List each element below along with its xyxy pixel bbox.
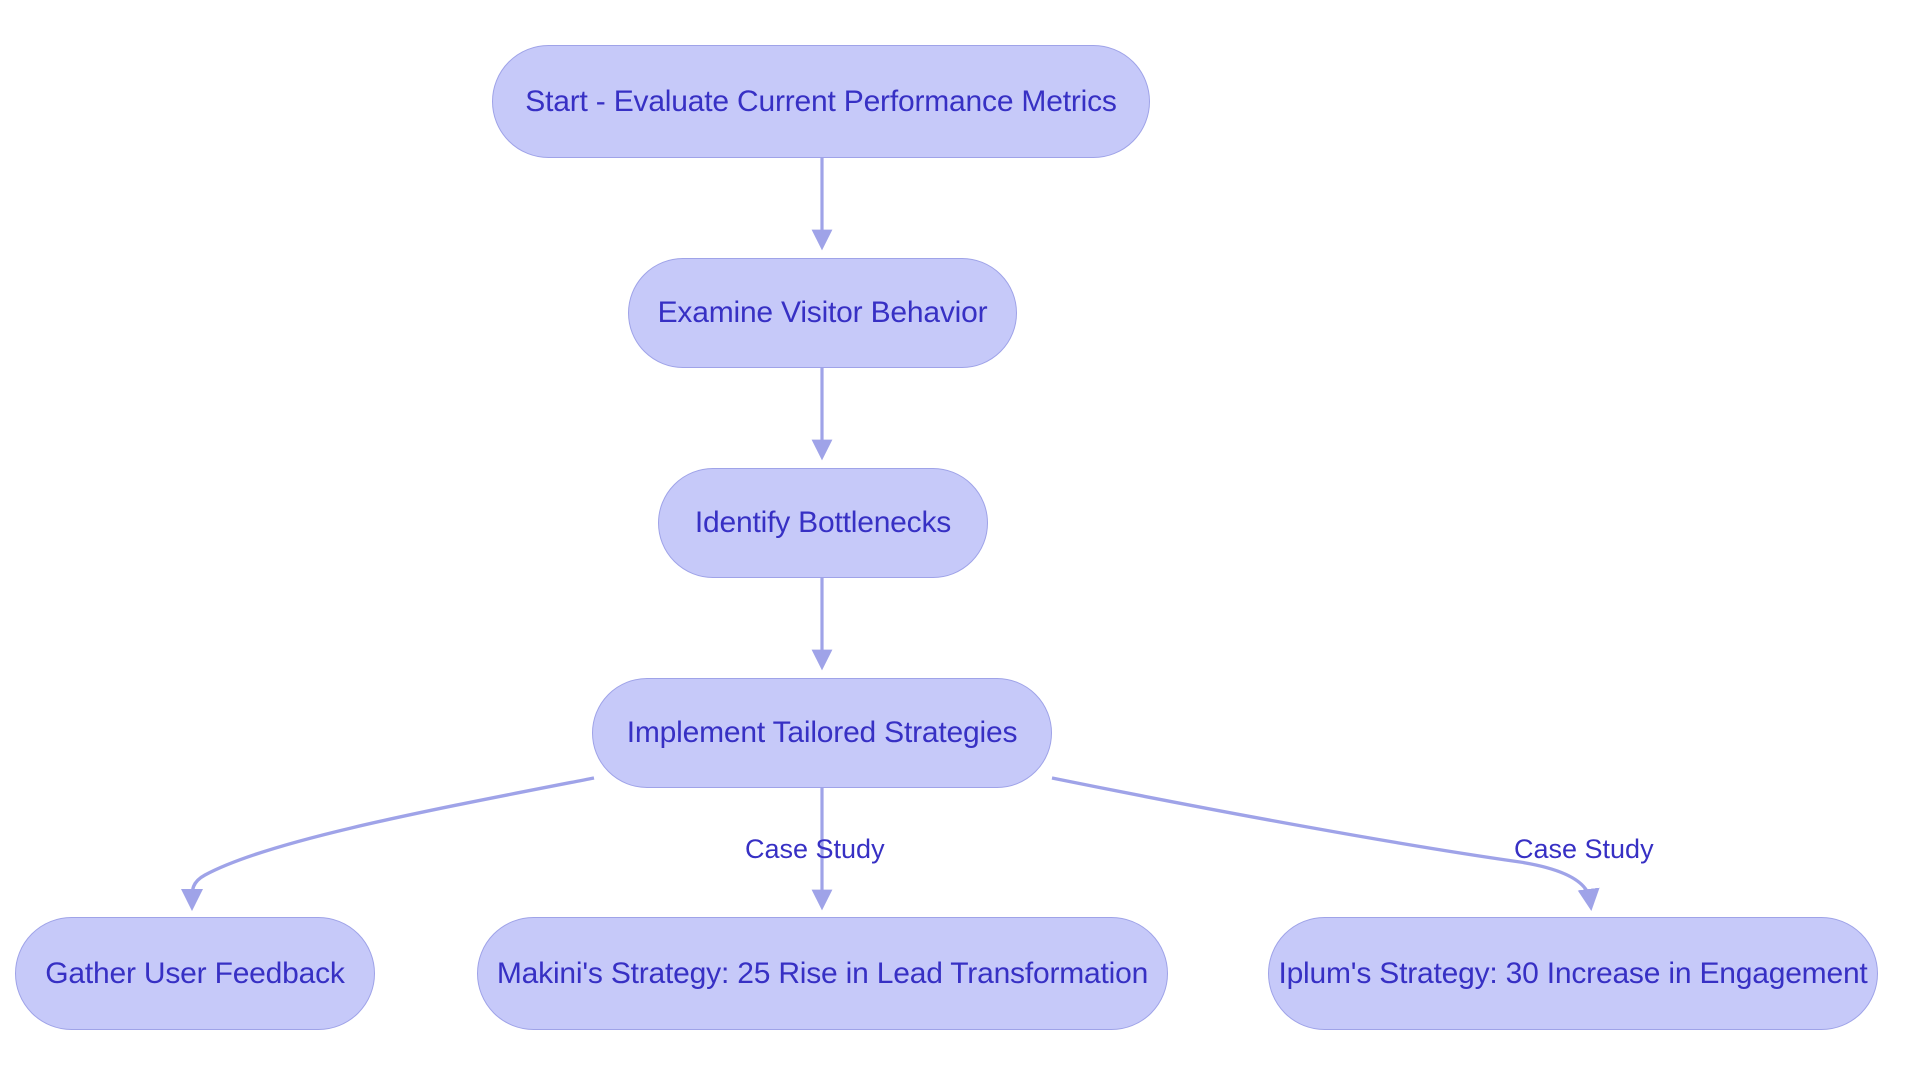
node-start-label: Start - Evaluate Current Performance Met… — [525, 84, 1117, 118]
edge-strategies-to-iplum — [1051, 776, 1600, 911]
edge-label-case-study-makini: Case Study — [745, 834, 885, 864]
node-implement-tailored-strategies-label: Implement Tailored Strategies — [626, 716, 1018, 749]
node-identify-bottlenecks-label: Identify Bottlenecks — [694, 506, 952, 539]
edge-strategies-to-feedback — [180, 776, 595, 912]
node-start[interactable]: Start - Evaluate Current Performance Met… — [492, 45, 1150, 158]
node-examine-visitor-behavior[interactable]: Examine Visitor Behavior — [628, 258, 1017, 368]
node-examine-visitor-behavior-label: Examine Visitor Behavior — [657, 296, 988, 329]
node-gather-user-feedback[interactable]: Gather User Feedback — [15, 917, 375, 1030]
node-makini-strategy[interactable]: Makini's Strategy: 25 Rise in Lead Trans… — [477, 917, 1168, 1030]
node-identify-bottlenecks[interactable]: Identify Bottlenecks — [658, 468, 988, 578]
node-gather-user-feedback-label: Gather User Feedback — [45, 956, 345, 990]
node-iplum-strategy[interactable]: Iplum's Strategy: 30 Increase in Engagem… — [1268, 917, 1878, 1030]
node-makini-strategy-label: Makini's Strategy: 25 Rise in Lead Trans… — [496, 956, 1149, 990]
edge-label-case-study-iplum: Case Study — [1514, 834, 1654, 864]
node-iplum-strategy-label: Iplum's Strategy: 30 Increase in Engagem… — [1278, 956, 1868, 990]
node-implement-tailored-strategies[interactable]: Implement Tailored Strategies — [592, 678, 1052, 788]
